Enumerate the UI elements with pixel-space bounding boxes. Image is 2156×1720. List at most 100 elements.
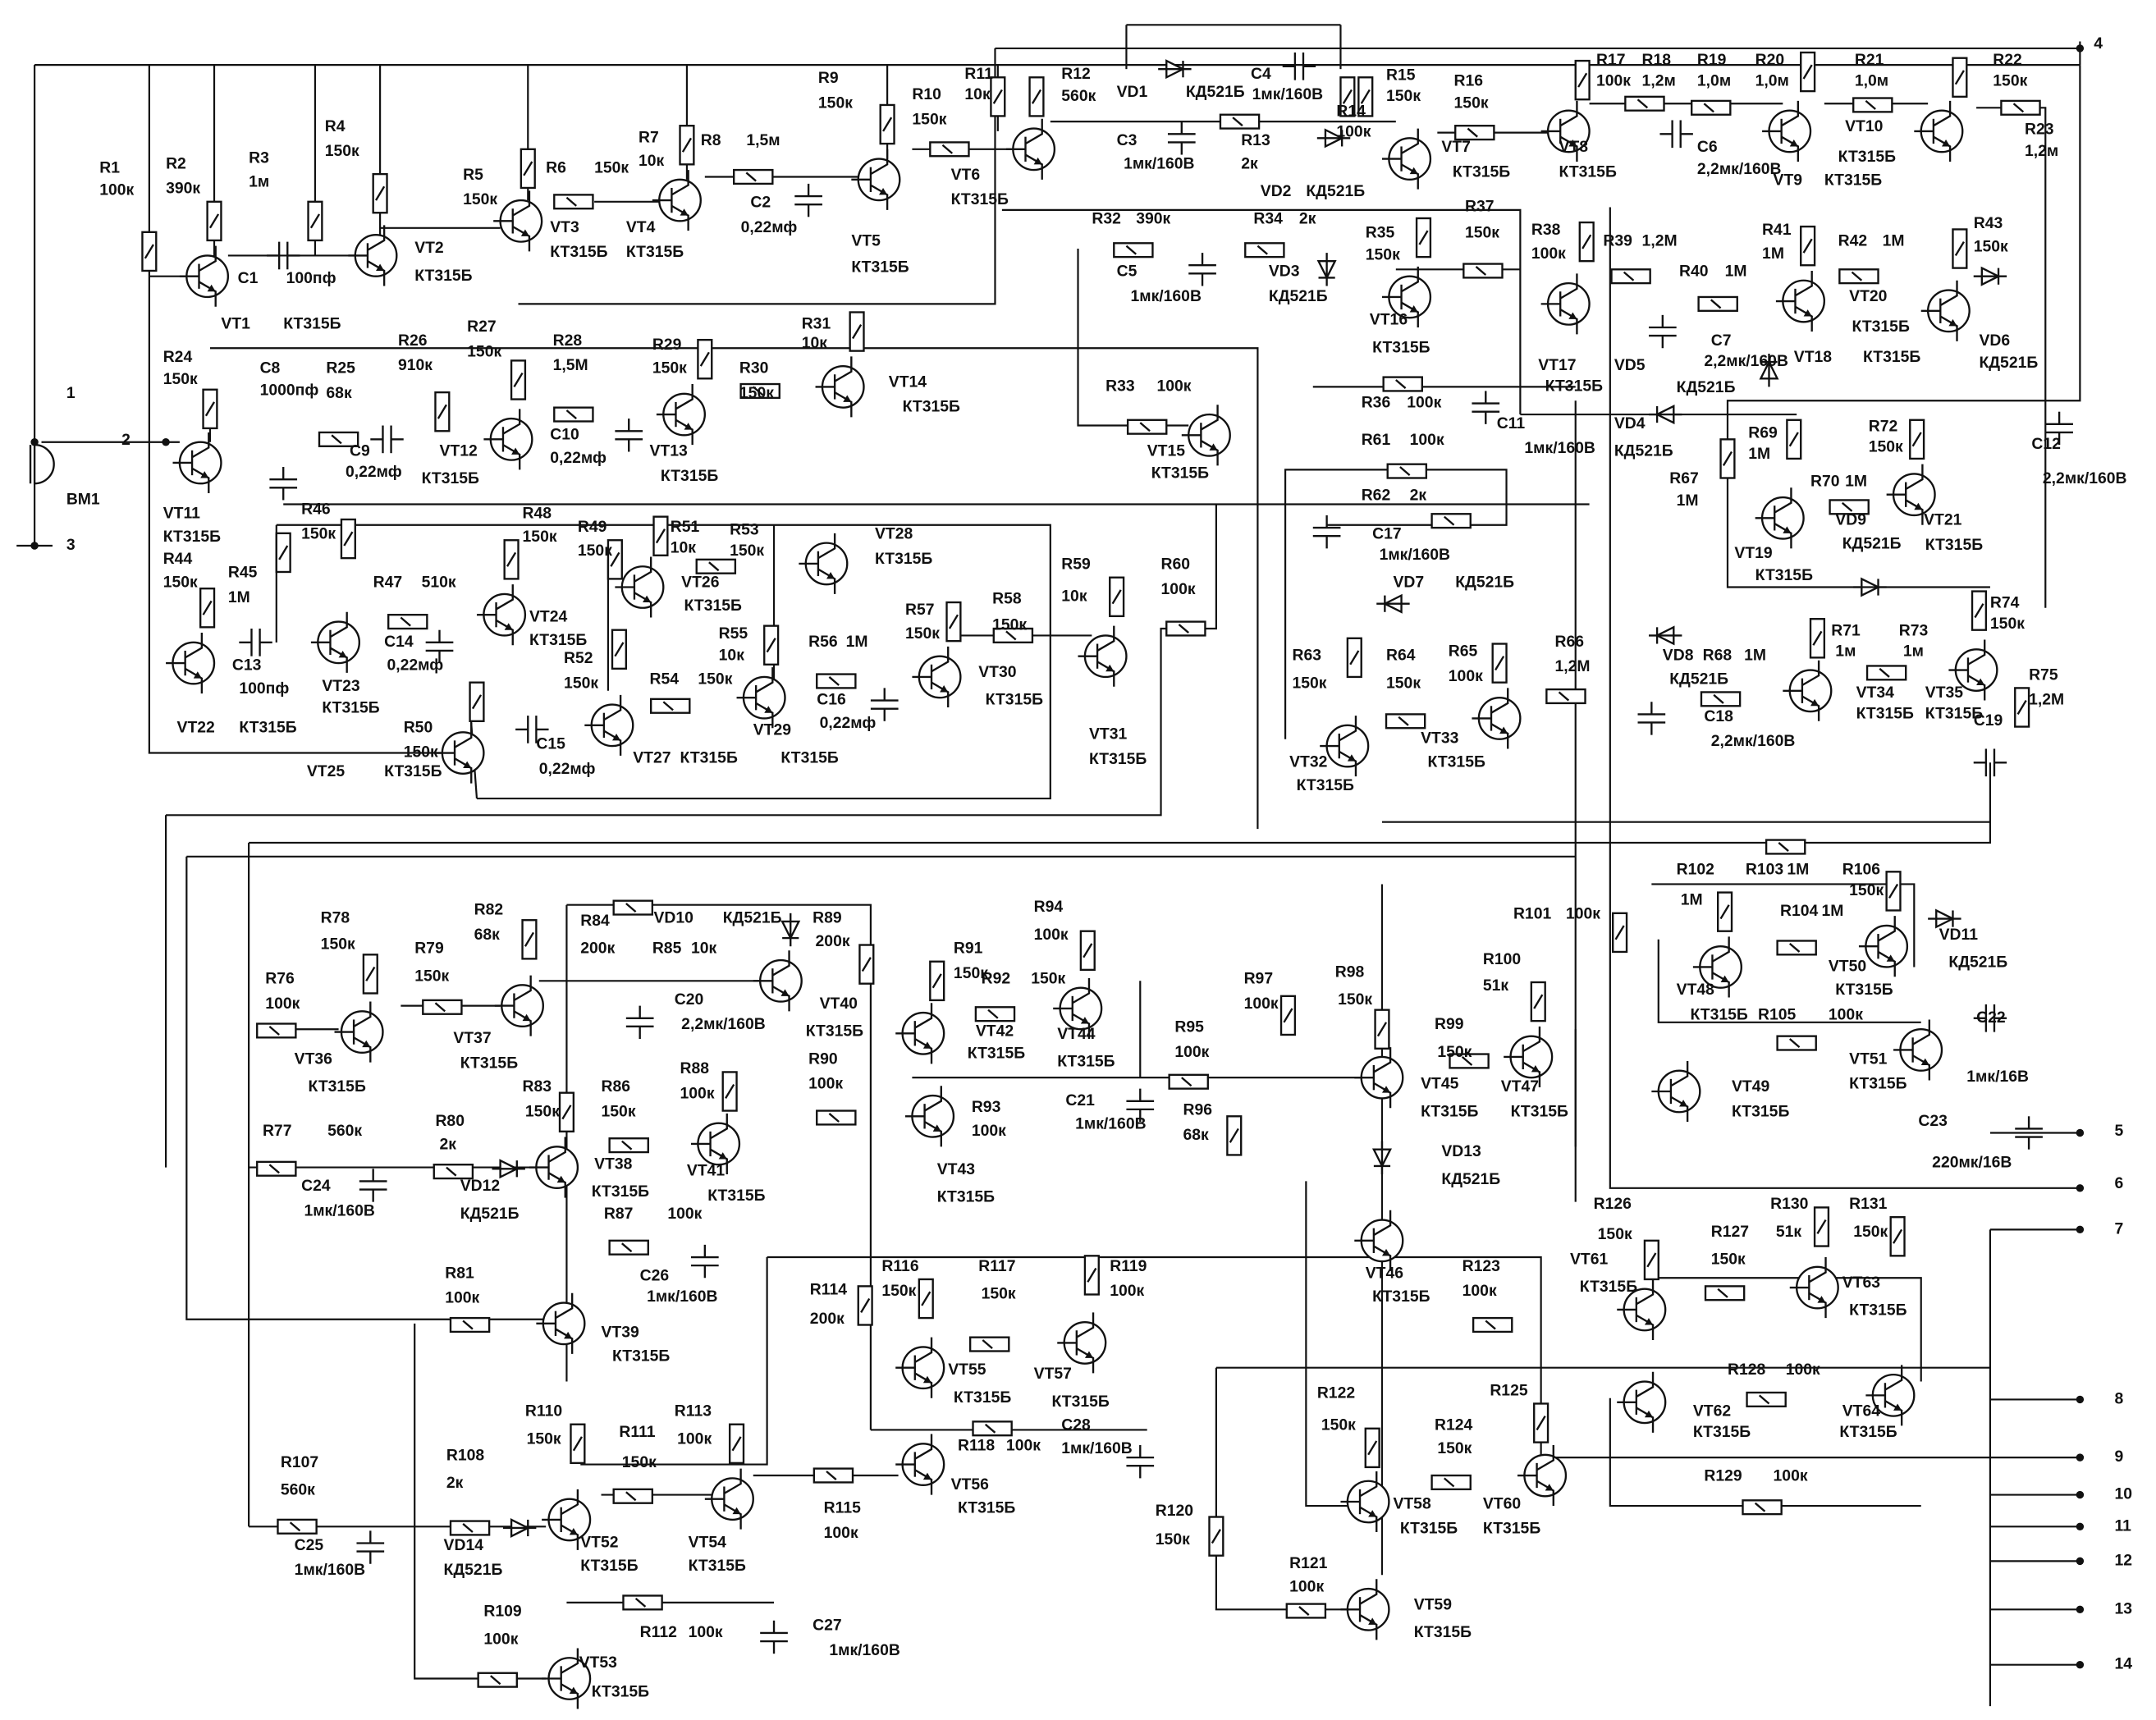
resistor-r58	[992, 627, 1034, 644]
capacitor-value-label: 1мк/16В	[1966, 1068, 2029, 1086]
npn-transistor-icon	[1320, 716, 1370, 777]
capacitor-c4	[1282, 52, 1316, 80]
transistor-collector	[1711, 936, 1730, 963]
resistor-ref-label: R19	[1697, 51, 1727, 69]
resistor-value-label: 1М	[1681, 891, 1703, 909]
emitter-arrow	[732, 1507, 741, 1515]
resistor-r97	[1279, 995, 1297, 1036]
emitter-arrow	[922, 1041, 932, 1049]
resistor-r88	[721, 1071, 738, 1112]
transistor-ref-label: VT36	[295, 1050, 333, 1068]
diode-vd8	[1648, 625, 1682, 646]
diode-ref-label: VD7	[1393, 574, 1424, 592]
resistor-value-label: 1М	[1821, 902, 1843, 920]
capacitor-ref-label: C7	[1711, 332, 1732, 350]
resistor-r101	[1612, 912, 1628, 954]
capacitor-c3	[1167, 121, 1196, 155]
transistor-value-label: КТ315Б	[322, 699, 379, 717]
emitter-arrow	[922, 1375, 932, 1384]
resistor-icon	[1382, 376, 1423, 392]
resistor-value-label: 100к	[1110, 1282, 1144, 1300]
resistor-hatch	[437, 404, 447, 419]
diode-icon	[492, 1159, 525, 1179]
transistor-ref-label: VT24	[529, 608, 568, 626]
emitter-arrow	[569, 1527, 578, 1535]
resistor-icon	[992, 627, 1034, 644]
transistor-value-label: КТ315Б	[592, 1682, 649, 1700]
resistor-ref-label: R29	[652, 336, 682, 354]
resistor-hatch	[1703, 103, 1714, 113]
resistor-ref-label: R88	[680, 1059, 710, 1077]
transistor-collector	[914, 1003, 933, 1029]
npn-transistor-icon	[310, 611, 361, 673]
resistor-ref-label: R81	[445, 1264, 474, 1282]
transistor-collector	[834, 356, 853, 382]
emitter-arrow	[200, 471, 209, 478]
resistor-r74	[1971, 590, 1988, 631]
resistor-hatch	[621, 1140, 633, 1150]
transistor-ref-label: VT26	[681, 574, 720, 592]
transistor-value-label: КТ315Б	[1755, 566, 1813, 584]
resistor-r91	[929, 960, 945, 1002]
capacitor-c2	[794, 183, 822, 217]
transistor-ref-label: VT22	[177, 718, 215, 736]
emitter-arrow	[879, 187, 888, 195]
resistor-value-label: 1м	[1835, 643, 1856, 661]
capacitor-ref-label: C8	[260, 359, 281, 377]
resistor-r45	[275, 532, 291, 574]
resistor-icon	[1742, 1499, 1783, 1516]
diode-vd4	[1648, 405, 1682, 425]
resistor-value-label: 68к	[474, 926, 501, 944]
capacitor-c16	[870, 688, 899, 721]
resistor-icon	[929, 141, 970, 158]
capacitor-ref-label: C9	[350, 442, 370, 460]
resistor-hatch	[1467, 127, 1478, 138]
resistor-hatch	[882, 117, 893, 132]
capacitor-c26	[690, 1244, 719, 1279]
capacitor-c24	[359, 1169, 387, 1202]
resistor-r62	[1430, 513, 1472, 529]
wire	[1976, 107, 2047, 608]
npn-transistor-icon	[1504, 1026, 1554, 1087]
resistor-icon	[612, 899, 654, 916]
emitter-arrow	[193, 671, 202, 679]
transistor-ref-label: VT27	[633, 748, 671, 766]
resistor-hatch	[1181, 1077, 1192, 1087]
resistor-hatch	[1754, 1502, 1766, 1512]
resistor-ref-label: R60	[1161, 556, 1191, 574]
transistor-vt61	[1617, 1279, 1667, 1341]
diode-vd6	[1973, 266, 2007, 286]
resistor-icon	[968, 1336, 1010, 1352]
capacitor-value-label: 0,22мф	[346, 463, 402, 481]
resistor-hatch	[614, 642, 625, 657]
npn-transistor-icon	[895, 1434, 945, 1495]
transistor-value-label: КТ315Б	[1089, 750, 1147, 768]
transistor-vt28	[799, 533, 849, 594]
terminal-label: 14	[2114, 1655, 2132, 1673]
wire	[566, 903, 872, 1430]
terminal-label: 7	[2114, 1219, 2123, 1237]
terminal-13: 13	[2076, 1599, 2132, 1617]
transistor-ref-label: VT30	[978, 663, 1016, 681]
resistor-r118	[972, 1420, 1013, 1437]
resistor-value-label: 100к	[972, 1122, 1006, 1140]
transistor-ref-label: VT7	[1441, 138, 1471, 156]
